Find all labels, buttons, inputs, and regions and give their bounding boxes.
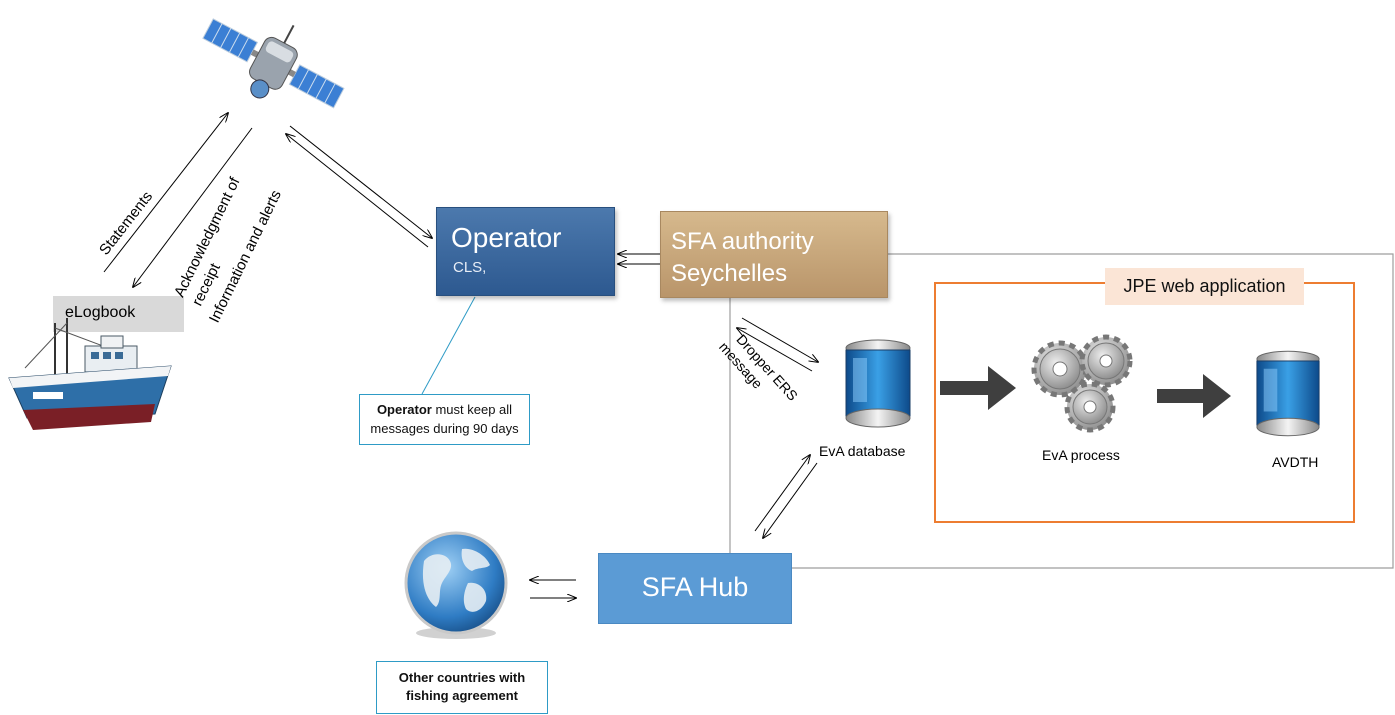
gears-icon bbox=[1031, 334, 1133, 433]
dropper-arrow-2 bbox=[737, 328, 813, 372]
sfa-authority-line1: SFA authority bbox=[671, 228, 814, 255]
sfa-authority-box: SFA authority Seychelles bbox=[660, 211, 888, 298]
avdth-label: AVDTH bbox=[1272, 454, 1319, 470]
operator-note-bold: Operator bbox=[376, 402, 432, 417]
satellite-icon bbox=[202, 18, 345, 109]
dropper-arrow-1 bbox=[741, 317, 818, 362]
eva-database-label: EvA database bbox=[819, 443, 906, 459]
statements-arrow bbox=[103, 113, 228, 273]
fishing-boat-icon bbox=[8, 318, 172, 430]
operator-title: Operator bbox=[451, 222, 562, 253]
sat-operator-arrow-1 bbox=[289, 125, 432, 238]
operator-box: Operator CLS, bbox=[436, 207, 615, 296]
sfa-hub-label: SFA Hub bbox=[641, 572, 749, 602]
sat-operator-arrow-2 bbox=[286, 134, 429, 248]
right-arrow-icon bbox=[1157, 374, 1231, 418]
other-countries-note: Other countries with fishing agreement bbox=[376, 661, 548, 714]
other-countries-line1: Other countries with bbox=[398, 670, 526, 685]
operator-note-rest: must keep all bbox=[431, 402, 513, 417]
operator-note-connector bbox=[421, 296, 476, 395]
operator-note-line2: messages during 90 days bbox=[370, 421, 519, 436]
elogbook-label: eLogbook bbox=[53, 296, 184, 332]
elogbook-text: eLogbook bbox=[65, 304, 136, 321]
sfa-authority-line2: Seychelles bbox=[671, 260, 788, 287]
jpe-label-text: JPE web application bbox=[1123, 276, 1286, 296]
sfa-frame-connector bbox=[792, 253, 1394, 569]
operator-subtitle: CLS, bbox=[453, 259, 487, 276]
ack-arrow bbox=[133, 127, 253, 287]
jpe-label: JPE web application bbox=[1105, 268, 1304, 305]
right-arrow-icon bbox=[940, 366, 1016, 410]
other-countries-line2: fishing agreement bbox=[406, 688, 518, 703]
hub-db-arrow-2 bbox=[763, 462, 818, 538]
globe-icon bbox=[404, 531, 508, 639]
sfa-hub-box: SFA Hub bbox=[598, 553, 792, 624]
database-icon bbox=[1256, 350, 1320, 437]
eva-process-label: EvA process bbox=[1042, 447, 1120, 463]
database-icon bbox=[845, 339, 911, 428]
hub-db-arrow-1 bbox=[754, 455, 810, 532]
operator-note: Operator must keep all messages during 9… bbox=[359, 394, 530, 445]
